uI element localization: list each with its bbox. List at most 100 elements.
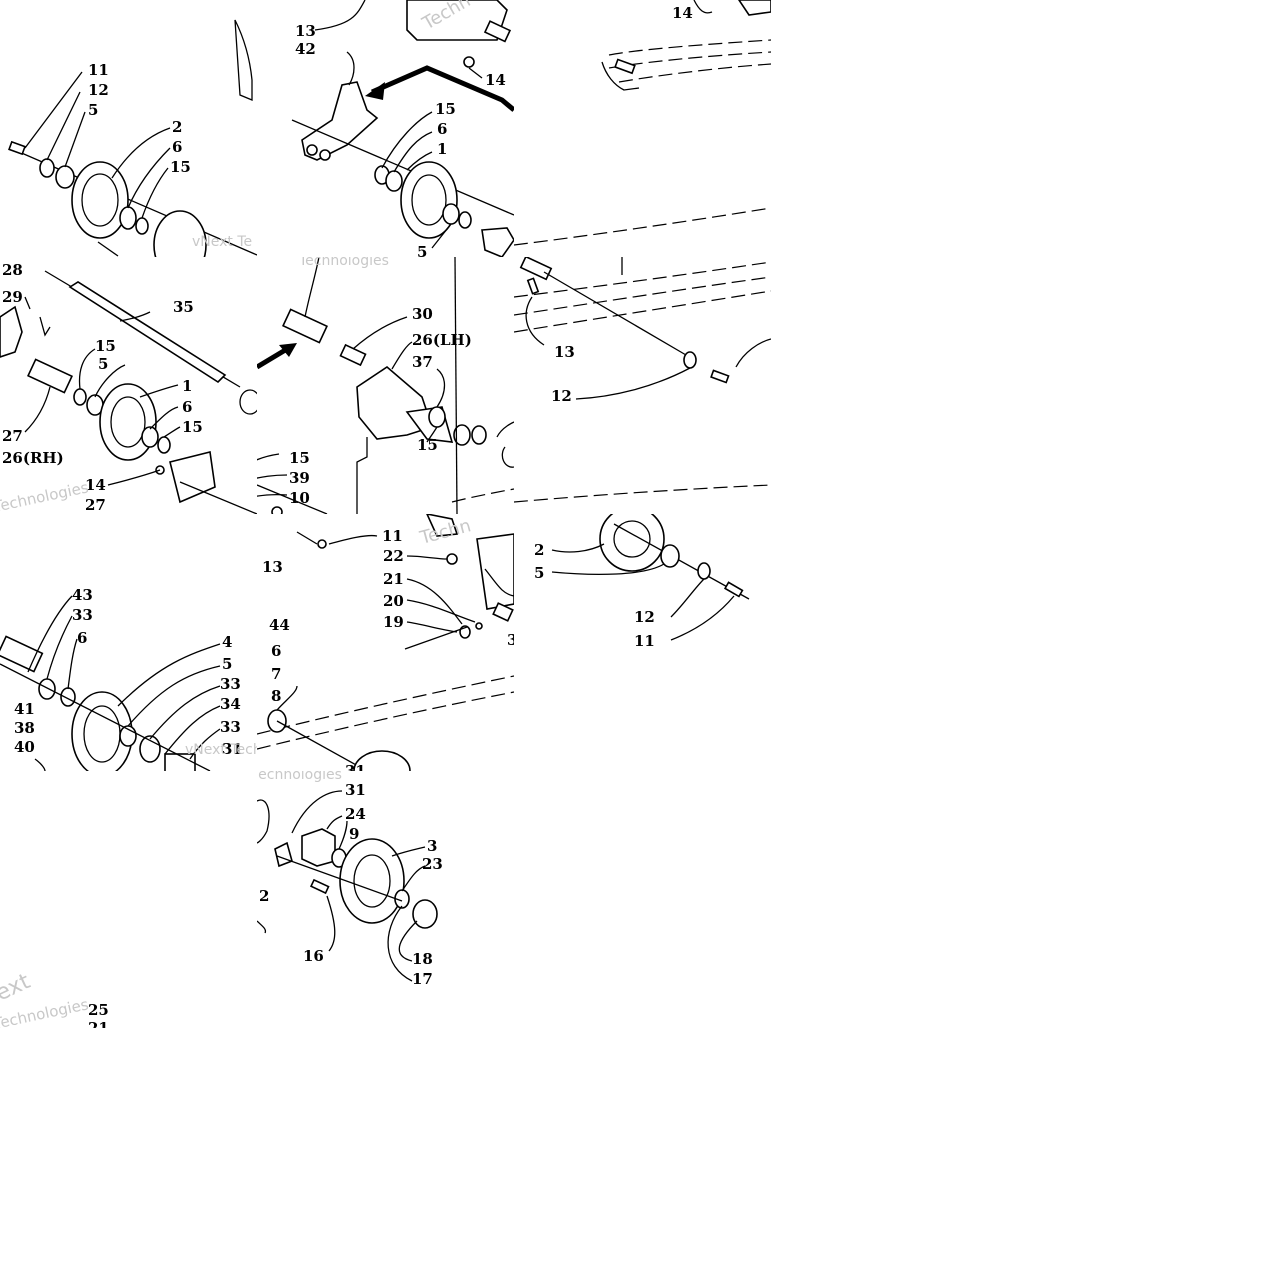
part-fragment	[257, 920, 267, 934]
leader-line	[406, 621, 458, 633]
callout-5: 5	[222, 655, 232, 673]
spacer-part	[660, 544, 680, 568]
callout-6: 6	[77, 629, 87, 647]
callout-29: 29	[2, 288, 23, 306]
callout-20: 20	[383, 592, 404, 610]
bushing-part	[339, 343, 367, 367]
axle-bracket-part	[169, 451, 216, 504]
slide-rail-edge	[514, 290, 771, 333]
callout-13: 13	[554, 343, 575, 361]
callout-2: 2	[534, 541, 544, 559]
washer-part	[135, 217, 149, 235]
callout-7: 7	[271, 665, 281, 683]
callout-33: 33	[220, 718, 241, 736]
shaft-end	[239, 389, 257, 415]
callout-15: 15	[95, 337, 116, 355]
slide-rail-edge	[257, 691, 514, 750]
leader-line	[670, 595, 735, 641]
leader-line	[149, 685, 221, 740]
leader-line	[381, 111, 433, 169]
leader-line	[117, 643, 221, 707]
callout-11: 11	[634, 632, 655, 650]
rear-arm-part	[0, 305, 23, 358]
callout-1: 1	[182, 377, 192, 395]
callout-6: 6	[182, 398, 192, 416]
wheel-hub-ring	[110, 396, 146, 448]
leader-line	[46, 615, 73, 680]
hub-part	[301, 828, 336, 867]
leader-line	[24, 386, 51, 433]
tile-drawing: 14	[514, 0, 771, 246]
callout-12: 12	[88, 81, 109, 99]
sleeve-part	[483, 20, 512, 43]
callout-5: 5	[534, 564, 544, 582]
wheel-edge-part	[257, 799, 270, 844]
direction-arrow	[371, 65, 514, 112]
callout-5: 5	[98, 355, 108, 373]
retainer-ring-part	[496, 421, 514, 438]
axle-line	[543, 271, 687, 356]
cross-shaft-part	[68, 281, 227, 384]
watermark: Technologies	[298, 257, 389, 269]
callout-16: 16	[303, 947, 324, 965]
leader-line	[163, 426, 181, 438]
slide-rail-edge	[514, 276, 771, 316]
callout-39: 39	[289, 469, 310, 487]
direction-arrow	[257, 346, 289, 370]
callout-10: 10	[289, 489, 310, 507]
slide-rail-edge	[451, 488, 514, 503]
bearing-part	[119, 206, 137, 230]
callout-12: 12	[634, 608, 655, 626]
bearing-part	[428, 406, 446, 428]
leader-line	[328, 534, 378, 545]
spacer-sleeve-part	[0, 635, 44, 673]
bracket-part	[426, 514, 459, 537]
leader-line	[107, 469, 161, 486]
callout-14: 14	[85, 476, 106, 494]
screw-part	[97, 241, 119, 257]
slide-rail-edge	[618, 63, 771, 83]
callout-13: 13	[262, 558, 283, 576]
leader-line	[387, 905, 413, 982]
idler-wheel-part	[153, 210, 207, 257]
callout-15: 15	[417, 436, 438, 454]
leader-line	[468, 67, 483, 79]
leader-line	[24, 71, 83, 149]
leader-line	[127, 665, 221, 727]
callout-6: 6	[271, 642, 281, 660]
rail-clip	[614, 58, 636, 75]
spacer-sleeve-part	[282, 308, 328, 344]
leader-line	[127, 147, 171, 209]
wheel-hub-ring	[353, 854, 391, 908]
leader-line	[139, 384, 179, 398]
tile-drawing: 13 12	[514, 257, 771, 503]
callout-24: 24	[345, 805, 366, 823]
callout-26-rh: 26(RH)	[2, 449, 64, 467]
slide-rail-edge	[257, 675, 514, 735]
bolt-part	[8, 140, 26, 156]
spacer-part	[55, 165, 75, 189]
callout-6: 6	[172, 138, 182, 156]
leader-line	[257, 474, 288, 479]
bolt-part	[710, 369, 730, 384]
screw-part	[309, 878, 330, 895]
bolt-part	[723, 581, 744, 598]
callout-41: 41	[14, 700, 35, 718]
callout-6: 6	[437, 120, 447, 138]
wheel-hub-ring	[411, 174, 447, 226]
spacer-part	[453, 424, 471, 446]
leader-line	[484, 568, 514, 597]
callout-22: 22	[383, 547, 404, 565]
washer-part	[697, 562, 711, 580]
tile-drawing: 11 12 5 2 6 15 vNext Te	[8, 19, 257, 257]
callout-40: 40	[14, 738, 35, 756]
leader-line	[149, 406, 179, 430]
leader-line	[551, 543, 605, 553]
leader-line	[257, 493, 288, 497]
watermark: ext	[0, 969, 34, 1007]
leader-line	[426, 426, 438, 443]
leader-line	[551, 563, 665, 576]
callout-27: 27	[85, 496, 106, 514]
callout-12: 12	[551, 387, 572, 405]
long-bolt-part	[404, 626, 468, 650]
